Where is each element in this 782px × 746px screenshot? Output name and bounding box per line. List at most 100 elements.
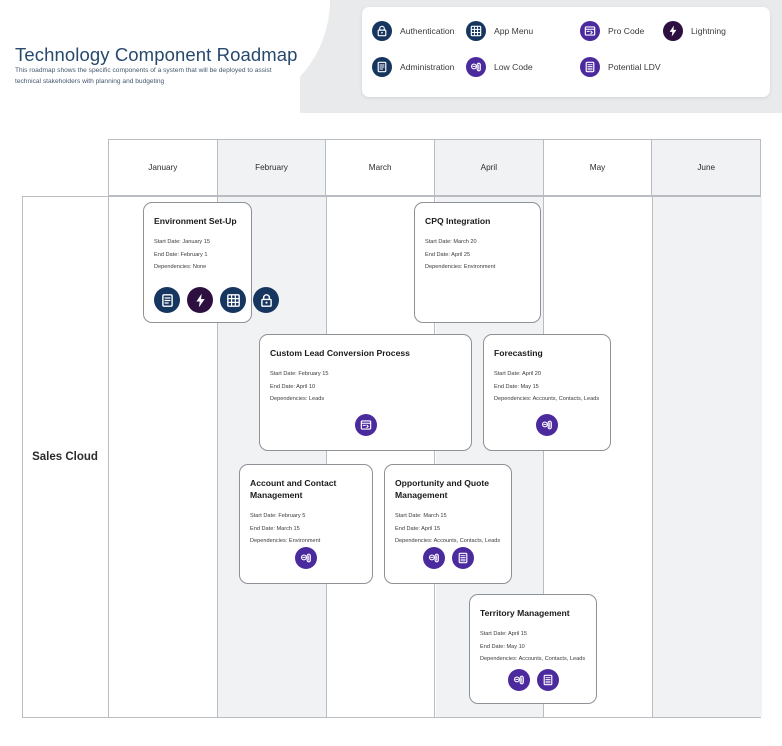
legend-item-pro-code[interactable]: Pro Code <box>580 21 644 41</box>
card-end-date-label: End Date: <box>480 643 505 650</box>
card-end-date-value: May 10 <box>506 643 525 650</box>
card-dependencies-value: Environment <box>463 264 496 270</box>
month-header-january: January <box>109 140 218 195</box>
card-start-date: Start Date: February 15 <box>270 368 461 381</box>
legend-item-lightning[interactable]: Lightning <box>663 21 726 41</box>
row-label-sales-cloud: Sales Cloud <box>32 451 98 463</box>
card-start-date: Start Date: January 15 <box>154 236 241 249</box>
card-end-date: End Date: April 15 <box>395 523 501 536</box>
card-start-date-value: February 15 <box>298 371 329 377</box>
month-header-march: March <box>326 140 436 195</box>
legend-item-low-code[interactable]: Low Code <box>466 57 533 77</box>
page-title: Technology Component Roadmap <box>15 44 298 66</box>
legend-label: Administration <box>400 62 455 72</box>
card-dependencies: Dependencies: None <box>154 261 241 274</box>
card-end-date-label: End Date: <box>395 525 420 532</box>
legend-panel: Authentication App Menu Pro Code Lightni… <box>362 7 770 97</box>
card-dependencies-label: Dependencies: <box>480 656 518 662</box>
card-dependencies: Dependencies: Accounts, Contacts, Leads <box>480 653 586 666</box>
low-code-icon <box>422 547 445 569</box>
low-code-icon <box>295 547 317 569</box>
legend-label: Low Code <box>494 62 533 72</box>
card-dependencies: Dependencies: Environment <box>425 261 530 274</box>
card-start-date-label: Start Date: <box>480 631 507 637</box>
database-icon <box>451 547 474 569</box>
card-dependencies-value: Accounts, Contacts, Leads <box>532 396 600 402</box>
card-dependencies-value: Accounts, Contacts, Leads <box>433 538 501 544</box>
lock-icon <box>372 21 392 41</box>
card-dependencies-label: Dependencies: <box>270 396 308 402</box>
card-start-date: Start Date: March 15 <box>395 510 501 523</box>
card-start-date-label: Start Date: <box>494 371 521 377</box>
card-end-date-value: February 1 <box>180 251 208 258</box>
card-end-date-label: End Date: <box>270 383 295 390</box>
card-end-date-value: April 25 <box>451 251 471 258</box>
legend-item-authentication[interactable]: Authentication <box>372 21 454 41</box>
card-dependencies-value: None <box>192 264 207 270</box>
card-dependencies: Dependencies: Accounts, Contacts, Leads <box>395 535 501 548</box>
timeline-column-march <box>327 197 436 717</box>
card-title: Territory Management <box>480 608 570 618</box>
card-start-date-value: April 15 <box>508 631 527 637</box>
card-dependencies: Dependencies: Environment <box>250 535 362 548</box>
card-title: Account and Contact Management <box>250 478 337 500</box>
card-end-date: End Date: February 1 <box>154 249 241 262</box>
card-title: CPQ Integration <box>425 216 491 226</box>
low-code-icon <box>536 414 558 436</box>
low-code-icon <box>466 57 486 77</box>
timeline-column-june <box>653 197 762 717</box>
card-icon-row <box>260 414 471 436</box>
card-dependencies-value: Environment <box>288 538 321 544</box>
card-icon-row <box>240 547 372 569</box>
card-dependencies-label: Dependencies: <box>395 538 433 544</box>
legend-label: Lightning <box>691 26 726 36</box>
timeline-column-january <box>109 197 218 717</box>
lightning-icon <box>663 21 683 41</box>
code-window-icon <box>580 21 600 41</box>
card-start-date-label: Start Date: <box>154 239 181 245</box>
code-window-icon <box>354 414 377 436</box>
legend-item-app-menu[interactable]: App Menu <box>466 21 533 41</box>
page-subtitle: This roadmap shows the specific componen… <box>15 66 272 85</box>
legend-item-administration[interactable]: Administration <box>372 57 454 77</box>
card-dependencies: Dependencies: Accounts, Contacts, Leads <box>494 393 600 406</box>
card-start-date: Start Date: April 20 <box>494 368 600 381</box>
card-end-date-value: March 15 <box>276 525 300 532</box>
card-end-date-label: End Date: <box>494 383 519 390</box>
card-title: Forecasting <box>494 348 543 358</box>
card-icon-row <box>385 547 511 569</box>
legend-label: Pro Code <box>608 26 645 36</box>
card-start-date-label: Start Date: <box>425 239 452 245</box>
card-end-date-label: End Date: <box>425 251 450 258</box>
header-white-block <box>0 0 300 113</box>
card-start-date-label: Start Date: <box>395 513 422 519</box>
timeline-body-grid <box>22 196 762 718</box>
card-end-date-label: End Date: <box>154 251 179 258</box>
card-end-date-value: April 15 <box>421 525 441 532</box>
legend-item-potential-ldv[interactable]: Potential LDV <box>580 57 661 77</box>
clipboard-icon <box>154 287 180 313</box>
card-title: Environment Set-Up <box>154 216 237 226</box>
row-label-column <box>23 197 109 717</box>
card-dependencies-label: Dependencies: <box>494 396 532 402</box>
month-header-may: May <box>543 140 653 195</box>
card-dependencies-label: Dependencies: <box>154 264 192 270</box>
card-start-date-value: February 5 <box>278 513 306 519</box>
card-dependencies-label: Dependencies: <box>425 264 463 270</box>
card-start-date: Start Date: February 5 <box>250 510 362 523</box>
card-dependencies-value: Leads <box>308 396 325 402</box>
card-start-date-value: January 15 <box>182 239 210 245</box>
card-title: Custom Lead Conversion Process <box>270 348 410 358</box>
card-icon-row <box>144 287 279 313</box>
card-start-date-label: Start Date: <box>270 371 297 377</box>
low-code-icon <box>507 669 530 691</box>
card-end-date-label: End Date: <box>250 525 275 532</box>
